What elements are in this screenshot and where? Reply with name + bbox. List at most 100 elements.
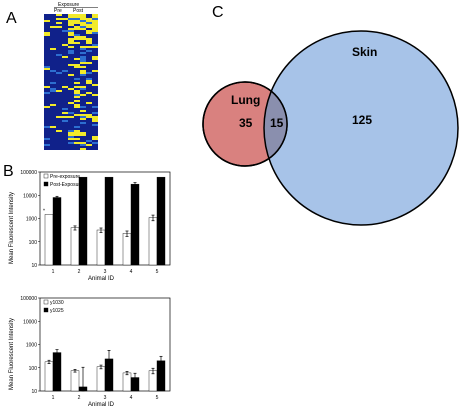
chart-top-ylabel: Mean Fluorescent Intensity [9, 192, 15, 264]
x-tick-label: 2 [78, 395, 81, 401]
y-tick-label: 100000 [20, 170, 37, 176]
heatmap-cell [68, 50, 74, 52]
heatmap-cell [80, 86, 86, 88]
heatmap-cell [62, 70, 68, 72]
x-tick-label: 5 [156, 395, 159, 401]
heatmap-cell [86, 38, 92, 40]
legend-swatch [43, 173, 49, 179]
heatmap-cell [86, 72, 92, 74]
bar-series1 [96, 366, 106, 392]
chart-top: Mean Fluorescent Intensity Animal ID 10 1… [9, 170, 171, 282]
legend-label: y1025 [50, 308, 64, 314]
y-tick-label: 1000 [26, 343, 37, 349]
heatmap-cell [56, 72, 62, 74]
x-tick-label: 1 [52, 395, 55, 401]
heatmap-cell [86, 42, 92, 44]
bar-series1 [44, 214, 54, 266]
venn-lung-outline [202, 81, 288, 167]
heatmap-cell [44, 68, 50, 70]
heatmap-cell [92, 138, 98, 140]
heatmap-cell [92, 14, 98, 16]
legend-swatch [43, 307, 49, 313]
heatmap-cell [74, 20, 80, 22]
heatmap-cell [80, 94, 86, 96]
heatmap-cell [50, 48, 56, 50]
heatmap-cell [86, 18, 92, 20]
heatmap-cell [92, 26, 98, 28]
heatmap-cell [68, 138, 74, 140]
heatmap-cell [56, 22, 62, 24]
heatmap-cell [80, 134, 86, 136]
heatmap-cell [62, 18, 68, 20]
heatmap-cell [92, 84, 98, 86]
x-tick-label: 3 [104, 269, 107, 275]
heatmap-cell [50, 82, 56, 84]
panel-label-c: C [212, 4, 224, 21]
heatmap-cell [86, 32, 92, 34]
heatmap-cell [44, 106, 50, 108]
heatmap-cell [80, 70, 86, 72]
heatmap-cell [80, 142, 86, 144]
heatmap-cell [92, 24, 98, 26]
heatmap-cell [80, 28, 86, 30]
heatmap-cell [74, 66, 80, 68]
bar-series1 [70, 227, 80, 266]
bar-series1 [122, 233, 132, 266]
heatmap-cell [74, 64, 80, 66]
heatmap-cell [68, 112, 74, 114]
heatmap-cell [80, 114, 86, 116]
heatmap-cell [56, 26, 62, 28]
heatmap-cell [50, 26, 56, 28]
heatmap-cell [68, 52, 74, 54]
y-tick-label: 100 [29, 240, 38, 246]
heatmap-cell [68, 136, 74, 138]
heatmap-cell [68, 14, 74, 16]
heatmap-cell [86, 82, 92, 84]
heatmap-cell [80, 148, 86, 150]
heatmap-cell [50, 104, 56, 106]
heatmap-cell [92, 142, 98, 144]
heatmap-cell [80, 16, 86, 18]
heatmap-cell [68, 64, 74, 66]
x-tick-label: 5 [156, 269, 159, 275]
heatmap-cell [92, 116, 98, 118]
venn-circle-skin [263, 30, 459, 226]
heatmap-cell [56, 14, 62, 16]
heatmap-cell [62, 86, 68, 88]
heatmap-cell [92, 30, 98, 32]
heatmap-cell [86, 30, 92, 32]
x-tick-label: 4 [130, 395, 133, 401]
heatmap-cell [68, 132, 74, 134]
y-tick-label: 10 [31, 263, 37, 269]
heatmap-cell [56, 90, 62, 92]
heatmap-cell [92, 56, 98, 58]
chart-top-xlabel: Animal ID [88, 276, 115, 282]
heatmap-cell [68, 40, 74, 42]
heatmap-cell [74, 28, 80, 30]
bar-series1 [96, 229, 106, 266]
venn-count-overlap: 15 [270, 116, 284, 130]
heatmap-cell [80, 38, 86, 40]
heatmap-cell [74, 58, 80, 60]
heatmap-cell [80, 52, 86, 54]
bar-series2 [52, 352, 62, 392]
heatmap-cell [74, 96, 80, 98]
heatmap-cell [80, 144, 86, 146]
heatmap-cell [56, 130, 62, 132]
heatmap-cell [56, 18, 62, 20]
venn-overlap-region [263, 82, 287, 166]
heatmap-cell [86, 92, 92, 94]
heatmap-cell [80, 56, 86, 58]
heatmap-cell [74, 138, 80, 140]
chart-bottom: Mean Fluorescent Intensity Animal ID 101… [9, 296, 171, 408]
heatmap-cell [80, 20, 86, 22]
heatmap-cell [92, 136, 98, 138]
heatmap-cell [92, 28, 98, 30]
heatmap-cell [68, 30, 74, 32]
legend-label: Pre-exposure [50, 174, 80, 180]
heatmap-cell [68, 16, 74, 18]
venn-label-skin: Skin [352, 45, 377, 59]
y-tick-label: 10000 [23, 193, 37, 199]
bar-series2 [52, 197, 62, 266]
